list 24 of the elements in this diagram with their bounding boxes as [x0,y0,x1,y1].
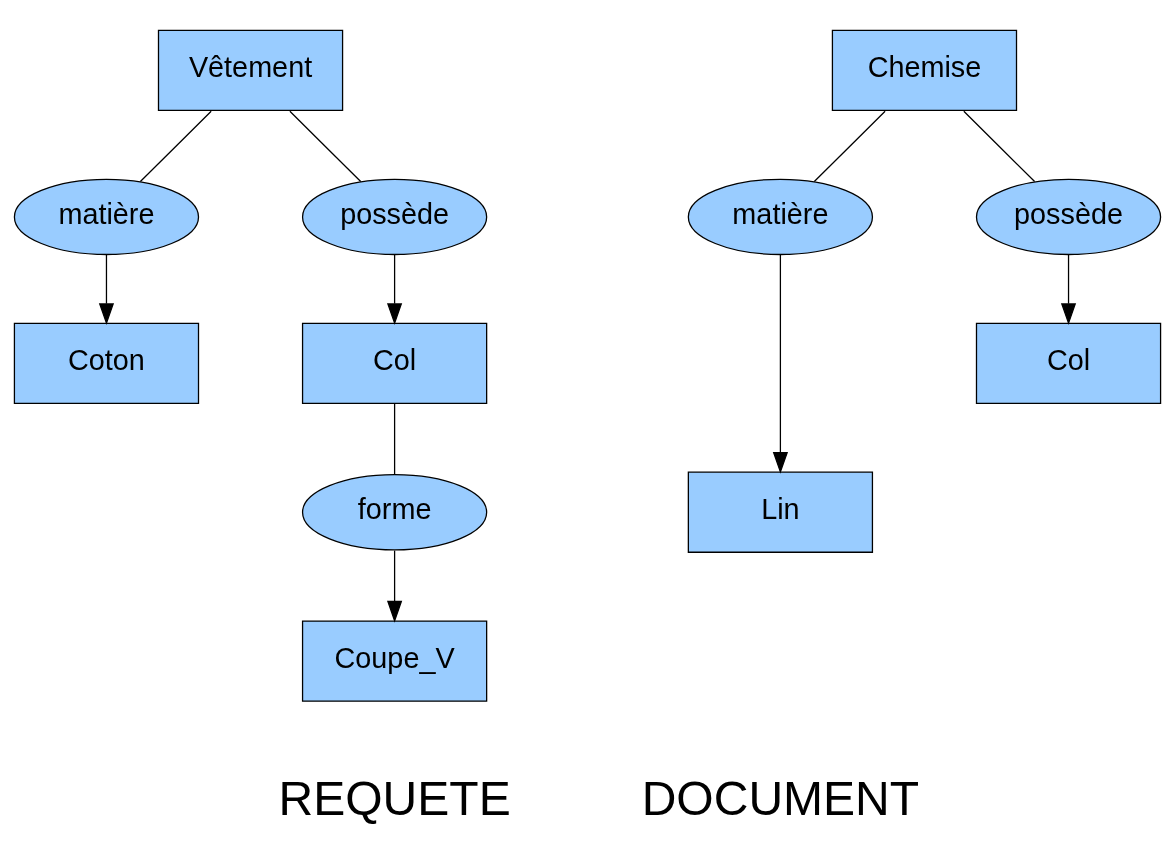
node-box: Col [301,322,488,404]
arrow [1060,253,1077,325]
node-ellipse: forme [301,473,488,550]
arrow [772,253,789,474]
node-box: Vêtement [157,29,344,111]
node-box: Coton [13,322,200,404]
label: REQUETE [278,771,511,825]
node-ellipse: matière [13,178,200,255]
node-box: Chemise [831,29,1018,111]
connector [393,402,396,475]
node-ellipse: possède [975,178,1162,255]
connector [289,110,362,182]
arrow [386,253,403,325]
label: DOCUMENT [641,771,920,825]
node-ellipse: possède [301,178,488,255]
connector [813,110,886,182]
connector [139,110,212,182]
arrow [98,253,115,325]
node-ellipse: matière [687,178,874,255]
arrow [386,549,403,623]
node-box: Col [975,322,1162,404]
node-box: Coupe_V [301,619,488,702]
node-box: Lin [687,471,874,553]
connector [963,110,1036,182]
